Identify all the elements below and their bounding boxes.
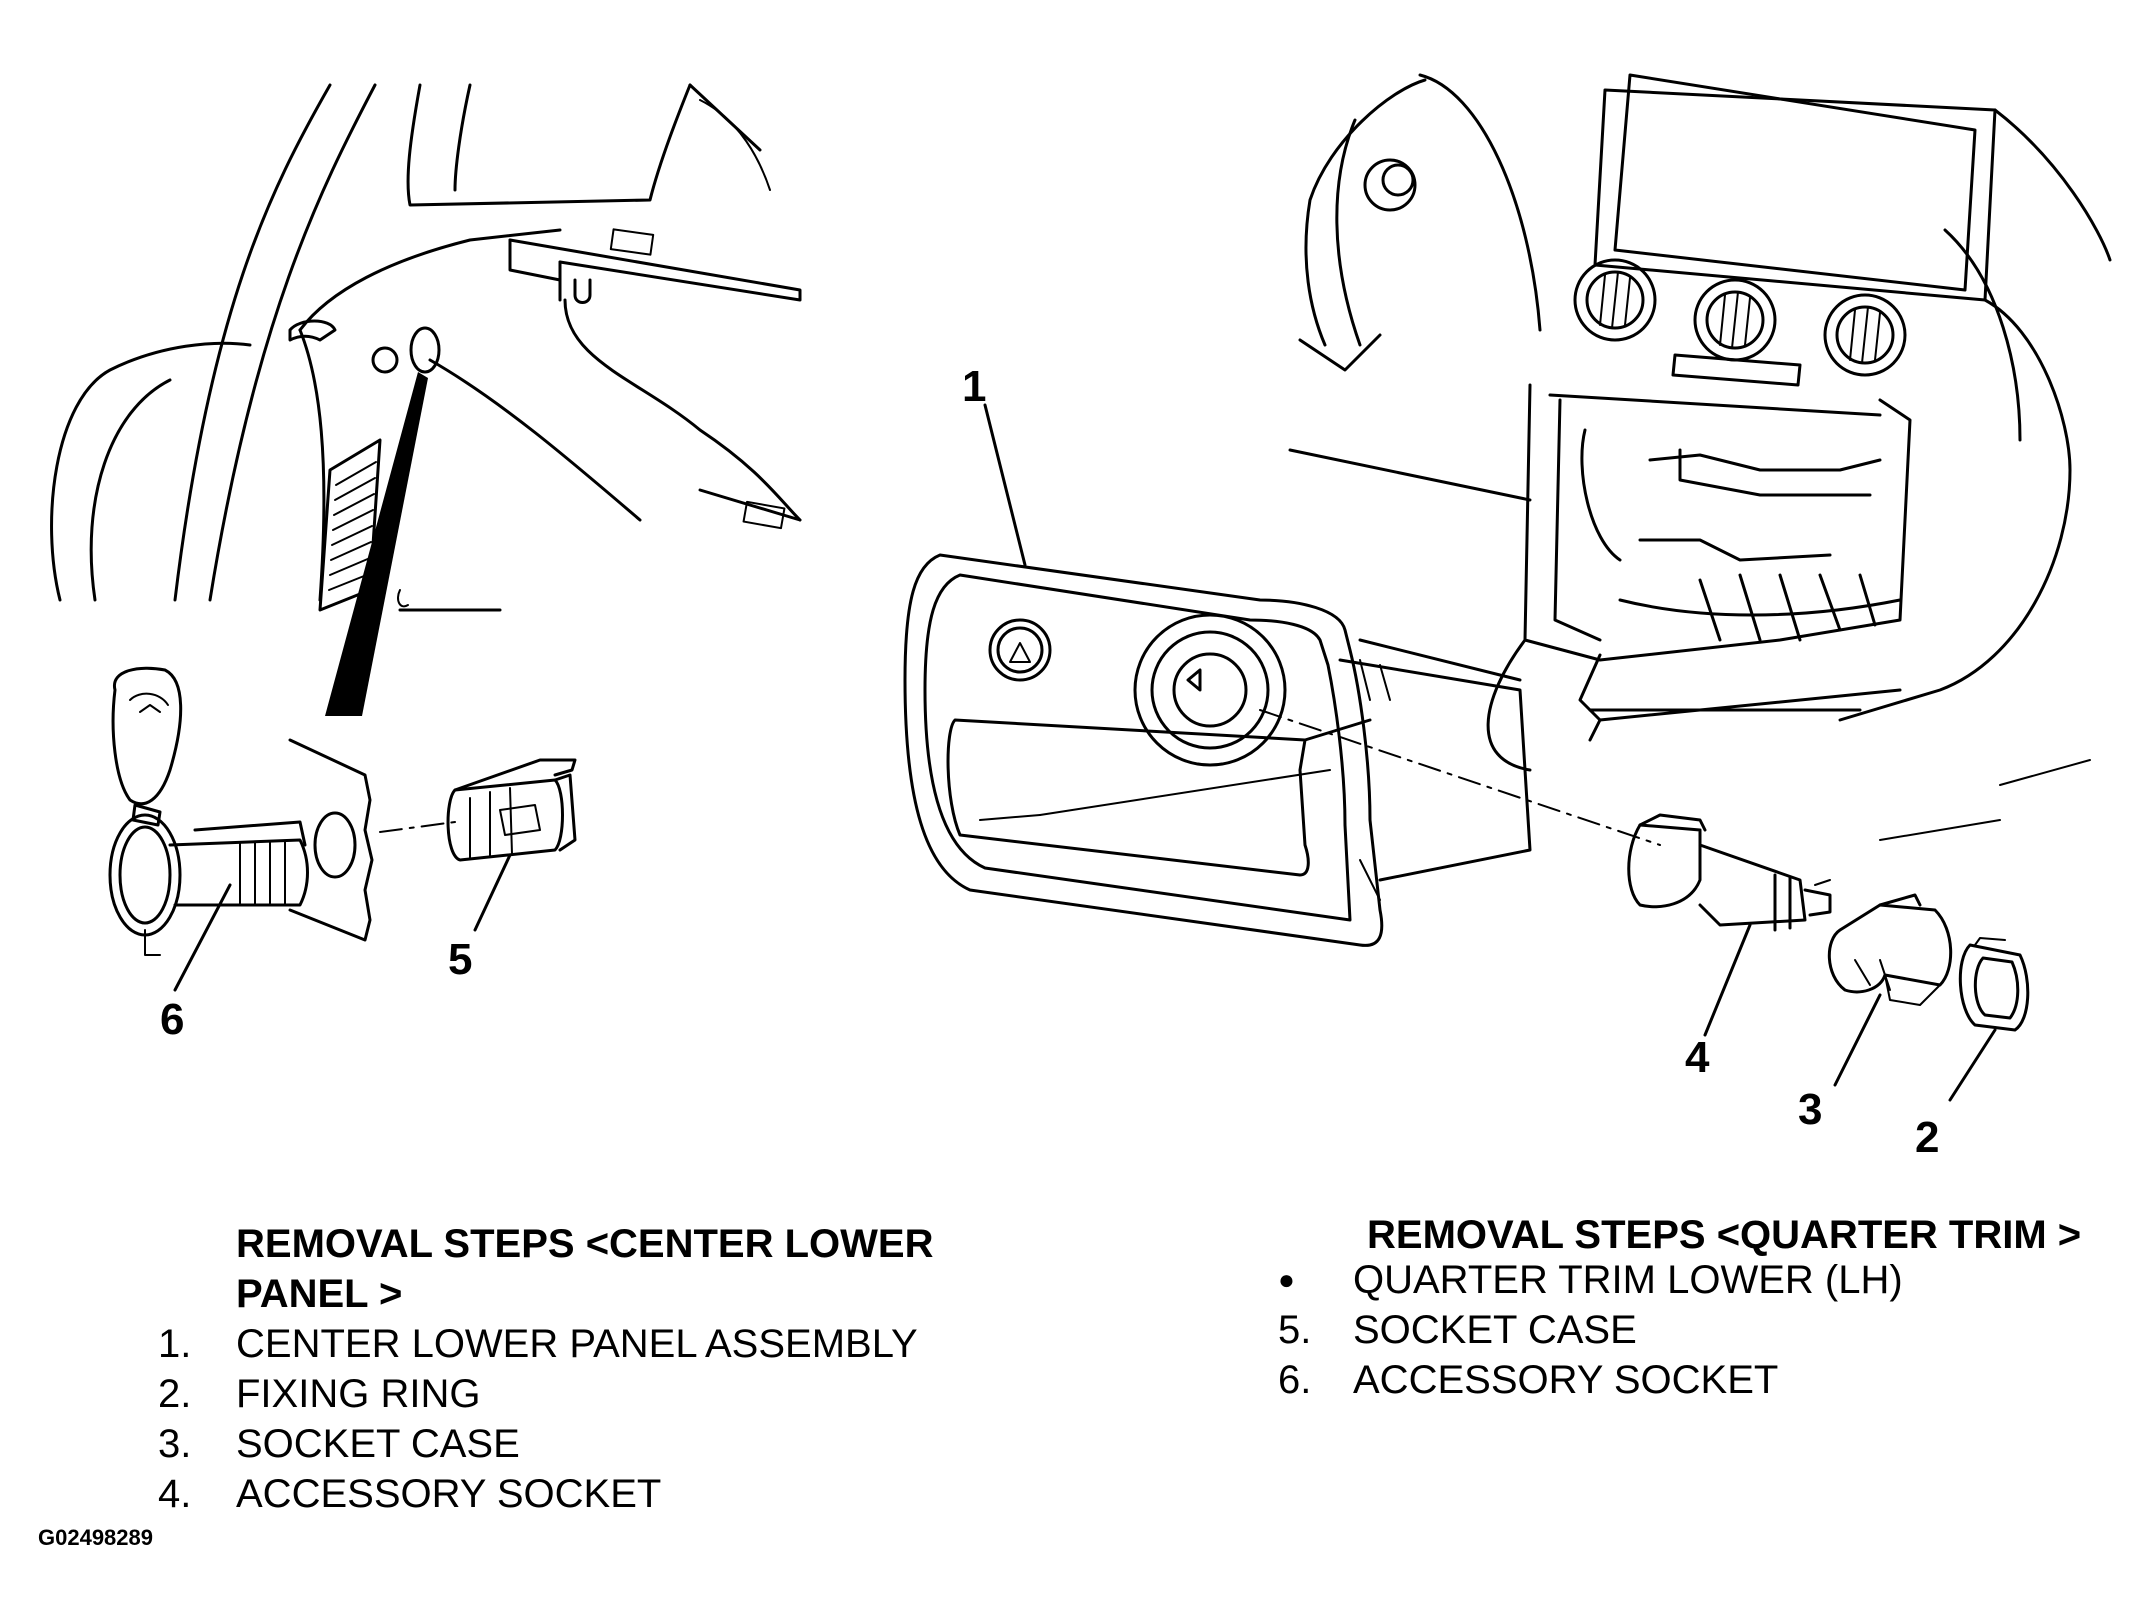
list-item: 1. CENTER LOWER PANEL ASSEMBLY [158, 1319, 933, 1369]
accessory-socket-right [1627, 813, 2030, 1102]
quarter-trim-illustration [50, 83, 802, 716]
list-item: 6. ACCESSORY SOCKET [1278, 1355, 2081, 1405]
figure-id: G02498289 [38, 1525, 153, 1550]
callout-2: 2 [1915, 1113, 1940, 1162]
step-number: 6. [1278, 1358, 1312, 1402]
list-item: 2. FIXING RING [158, 1369, 933, 1419]
step-number: 5. [1278, 1308, 1312, 1352]
step-number: 1. [158, 1322, 192, 1366]
step-number: 3. [158, 1422, 192, 1466]
list-item: ● QUARTER TRIM LOWER (LH) [1278, 1255, 2081, 1305]
quarter-steps-heading: REMOVAL STEPS <QUARTER TRIM > [1367, 1213, 2082, 1257]
step-text: ACCESSORY SOCKET [236, 1472, 662, 1516]
air-vents [1573, 258, 1907, 387]
center-steps-heading-line2: PANEL > [236, 1272, 403, 1316]
step-number: 2. [158, 1372, 192, 1416]
list-item: 4. ACCESSORY SOCKET [158, 1469, 933, 1519]
step-text: CENTER LOWER PANEL ASSEMBLY [236, 1322, 918, 1366]
step-text: FIXING RING [236, 1372, 481, 1416]
step-text: ACCESSORY SOCKET [1353, 1358, 1779, 1402]
dashboard-illustration [1288, 73, 2112, 841]
callout-4: 4 [1685, 1033, 1710, 1082]
center-steps-heading-line1: REMOVAL STEPS <CENTER LOWER [236, 1222, 934, 1266]
location-pointer [325, 372, 428, 716]
callout-3: 3 [1798, 1085, 1823, 1134]
callout-6: 6 [160, 995, 185, 1044]
quarter-removal-steps: REMOVAL STEPS <QUARTER TRIM > ● QUARTER … [1278, 1210, 2081, 1405]
step-text: QUARTER TRIM LOWER (LH) [1353, 1258, 1903, 1302]
center-lower-panel [903, 403, 1661, 947]
vent-grille [318, 438, 382, 612]
step-text: SOCKET CASE [1353, 1308, 1637, 1352]
step-bullet: ● [1278, 1264, 1295, 1295]
list-item: 5. SOCKET CASE [1278, 1305, 2081, 1355]
callout-5: 5 [448, 935, 473, 984]
step-text: SOCKET CASE [236, 1422, 520, 1466]
center-removal-steps: REMOVAL STEPS <CENTER LOWER PANEL > 1. C… [158, 1219, 933, 1519]
step-number: 4. [158, 1472, 192, 1516]
callout-1: 1 [962, 362, 987, 411]
list-item: 3. SOCKET CASE [158, 1419, 933, 1469]
accessory-socket-left [108, 666, 577, 992]
